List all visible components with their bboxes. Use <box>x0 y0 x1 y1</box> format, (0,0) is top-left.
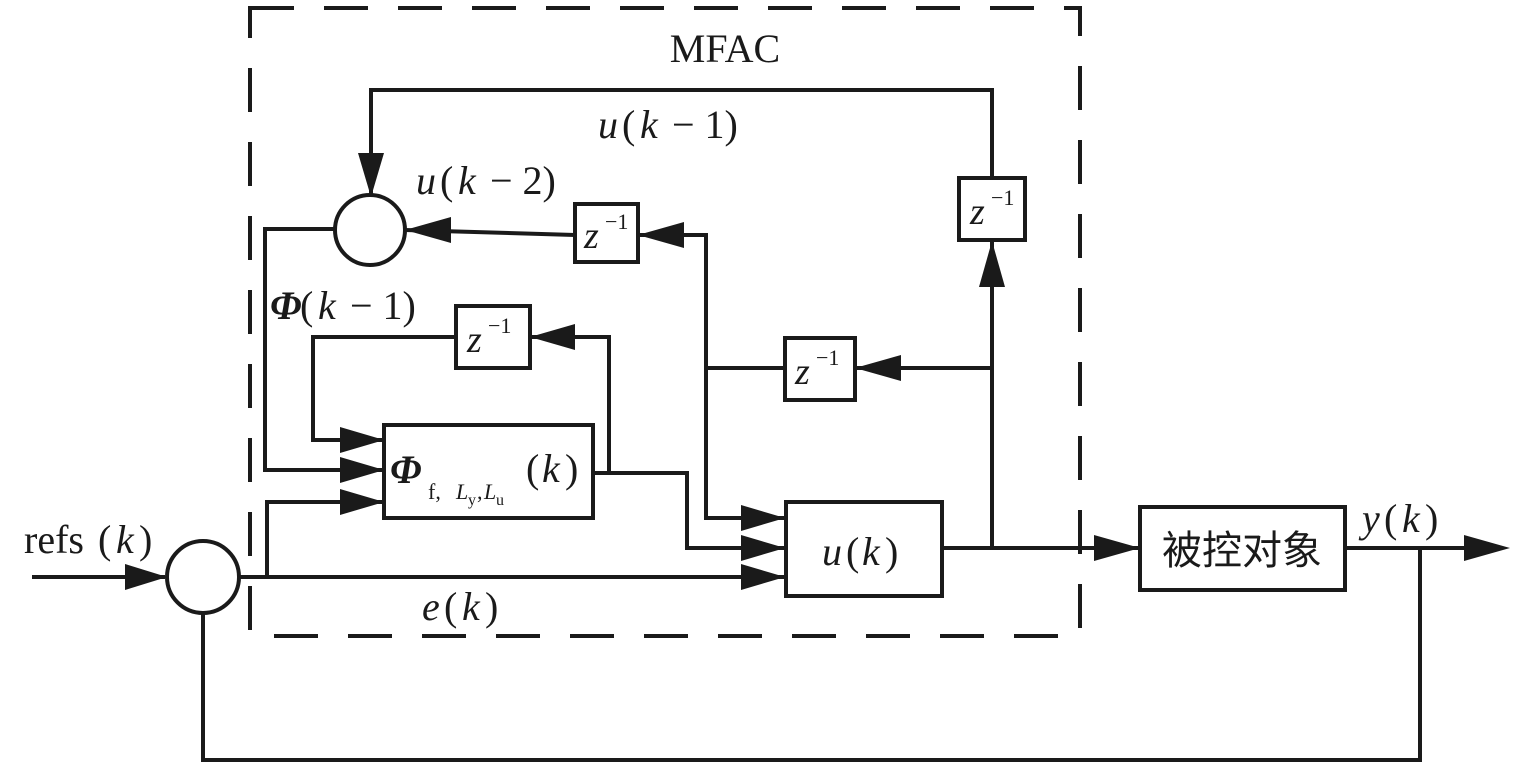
mfac-boundary <box>248 6 1082 638</box>
uk1-fn: u <box>598 102 618 147</box>
output-var: k <box>1402 496 1421 541</box>
delay-block-phi: z −1 <box>454 304 532 370</box>
delay-phi-exp: −1 <box>488 313 511 338</box>
signal-u-k-minus-2: u ( k − 2) <box>416 158 556 203</box>
output-open: ( <box>1384 496 1397 541</box>
arrow-output <box>1464 535 1510 561</box>
control-law-close: ) <box>885 529 898 574</box>
delay-block-u: z −1 <box>573 202 640 264</box>
control-law-open: ( <box>846 529 859 574</box>
delay-block-top: z −1 <box>957 176 1027 242</box>
delay-mid-exp: −1 <box>816 345 839 370</box>
estimator-arg-var: k <box>542 446 561 491</box>
estimator-symbol: Φ <box>390 447 422 492</box>
estimator-sub-l1: L <box>455 479 468 504</box>
error-open: ( <box>444 584 457 629</box>
arrow-plant-input <box>1094 535 1140 561</box>
estimator-arg-close: ) <box>565 446 578 491</box>
uk2-var: k <box>458 158 477 203</box>
uk1-top-feedback-line <box>369 88 994 195</box>
phi1-fn: Φ <box>270 283 302 328</box>
arrow-uk-delay <box>855 355 901 381</box>
signal-output: y ( k ) <box>1358 496 1438 541</box>
control-law-fn: u <box>822 529 842 574</box>
delay-u-exp: −1 <box>605 209 628 234</box>
estimator-sub-u: u <box>496 492 504 509</box>
arrow-phi-delay <box>530 324 575 350</box>
estimator-sub-comma: , <box>477 479 483 504</box>
phi1-open: ( <box>300 283 313 328</box>
arrow-reference <box>125 564 167 590</box>
plant-label: 被控对象 <box>1162 528 1322 574</box>
estimator-sub-l2: L <box>483 479 496 504</box>
delay-phi-z: z <box>466 319 482 361</box>
uk2-open: ( <box>440 158 453 203</box>
uk1-bus-line <box>638 233 785 520</box>
arrow-uk1-control <box>741 505 785 531</box>
uk1-rest: − 1) <box>662 102 738 147</box>
mfac-label: MFAC <box>670 26 780 71</box>
delay-u-z: z <box>583 215 599 257</box>
estimator-sub-y: y <box>468 492 476 509</box>
udiff-to-estimator-line <box>263 227 384 472</box>
error-var: k <box>462 584 481 629</box>
control-law-block: u ( k ) <box>784 500 944 598</box>
reference-fn: refs <box>24 517 84 562</box>
output-feedback-line <box>201 548 1422 762</box>
arrow-error-control <box>741 564 785 590</box>
arrow-uk2-sum <box>405 217 451 243</box>
uk1-open: ( <box>622 102 635 147</box>
plant-block: 被控对象 <box>1138 505 1347 592</box>
reference-close: ) <box>139 517 152 562</box>
arrow-uk1-sum <box>358 153 384 197</box>
estimator-arg-open: ( <box>526 446 539 491</box>
uk1-var: k <box>640 102 659 147</box>
output-close: ) <box>1425 496 1438 541</box>
signal-u-k-minus-1: u ( k − 1) <box>598 102 738 147</box>
estimator-to-control-line <box>593 471 785 550</box>
delay-top-z: z <box>969 191 985 233</box>
delay-mid-z: z <box>794 351 810 393</box>
phi1-var: k <box>318 283 337 328</box>
delay-top-exp: −1 <box>991 185 1014 210</box>
error-close: ) <box>485 584 498 629</box>
error-fn: e <box>422 584 440 629</box>
uk2-rest: − 2) <box>480 158 556 203</box>
estimator-sub-f: f, <box>428 479 441 504</box>
arrow-uk-top-delay <box>979 241 1005 287</box>
phi1-rest: − 1) <box>340 283 416 328</box>
arrow-phi-estimator <box>340 427 384 453</box>
arrow-uk1-delay <box>638 222 684 248</box>
error-to-estimator-line <box>265 500 384 577</box>
signal-phi-k-minus-1: Φ ( k − 1) <box>270 283 416 328</box>
arrow-udiff-estimator <box>340 457 384 483</box>
reference-open: ( <box>98 517 111 562</box>
arrow-error-estimator <box>340 489 384 515</box>
uk2-fn: u <box>416 158 436 203</box>
sum-junction-error <box>165 539 241 615</box>
control-law-var: k <box>862 529 881 574</box>
arrow-estimator-control <box>741 535 785 561</box>
estimator-block: Φ f, L y , L u ( k ) <box>382 423 595 520</box>
delay-block-mid: z −1 <box>783 336 857 402</box>
reference-var: k <box>116 517 135 562</box>
signal-error: e ( k ) <box>422 584 498 629</box>
output-fn: y <box>1358 496 1380 541</box>
signal-reference: refs ( k ) <box>24 517 152 562</box>
sum-junction-upper <box>333 193 407 267</box>
